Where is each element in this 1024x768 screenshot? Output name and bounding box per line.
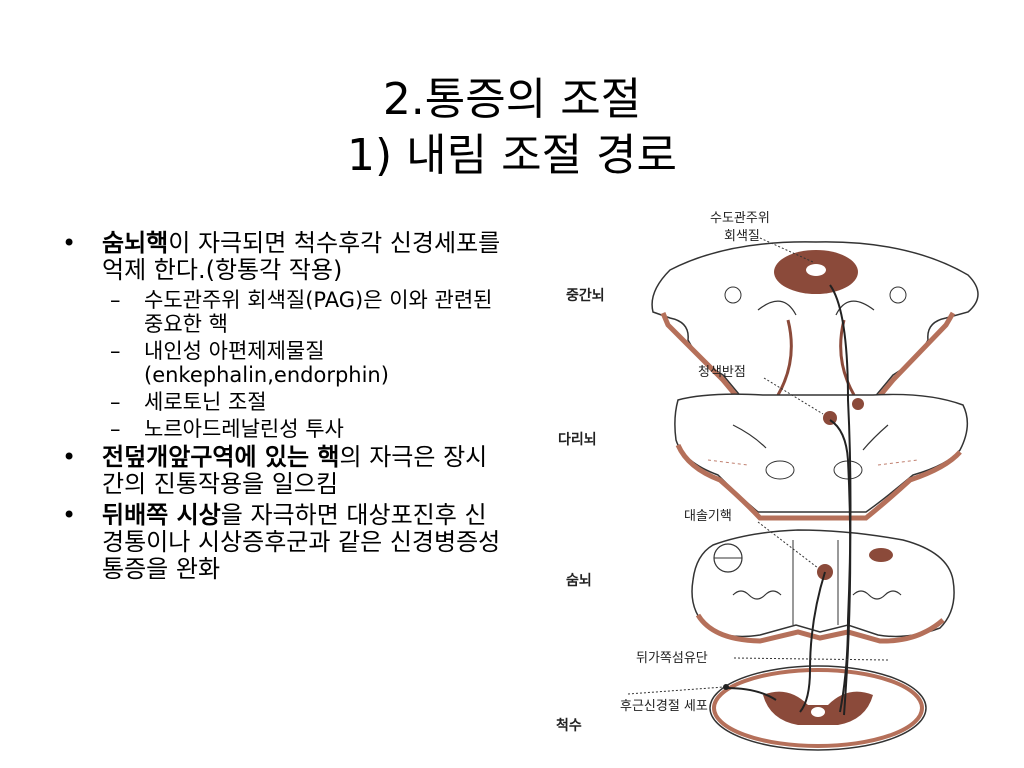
sub-bullet-item: – 수도관주위 회색질(PAG)은 이와 관련된 중요한 핵 — [62, 288, 502, 336]
medulla-section — [691, 529, 955, 644]
label-spinal: 척수 — [556, 718, 582, 734]
label-raphe: 대솔기핵 — [684, 509, 732, 524]
title-line-1: 2.통증의 조절 — [382, 74, 642, 125]
title-line-2: 1) 내림 조절 경로 — [347, 130, 677, 181]
label-drg: 후근신경절 세포 — [620, 699, 708, 714]
bullet-text: 의 자극은 장시간의 진통작용을 일으킴 — [102, 443, 488, 498]
leader-lines — [627, 237, 889, 695]
bullet-item: • 숨뇌핵이 자극되면 척수후각 신경세포를 억제 한다.(항통각 작용) — [62, 230, 502, 284]
spinal-cord-section — [709, 665, 927, 751]
bullet-bold-text: 전덮개앞구역에 있는 핵 — [102, 443, 340, 471]
bullet-bold-text: 숨뇌핵 — [102, 229, 169, 257]
bullet-list: • 숨뇌핵이 자극되면 척수후각 신경세포를 억제 한다.(항통각 작용) – … — [62, 230, 502, 587]
bullet-bold-text: 뒤배쪽 시상 — [102, 501, 221, 529]
brainstem-diagram: 수도관주위 회색질 중간뇌 청색반점 다리뇌 대솔기핵 숨뇌 뒤가쪽섬유단 후근… — [556, 211, 979, 751]
dash-icon: – — [110, 339, 121, 363]
bullet-dot-icon: • — [62, 501, 77, 529]
bullet-dot-icon: • — [62, 443, 77, 471]
bullet-item: • 뒤배쪽 시상을 자극하면 대상포진후 신경통이나 시상증후군과 같은 신경병… — [62, 502, 502, 583]
bullet-dot-icon: • — [62, 229, 77, 257]
bullet-item: • 전덮개앞구역에 있는 핵의 자극은 장시간의 진통작용을 일으킴 — [62, 444, 502, 498]
bullet-text: 을 자극하면 대상포진후 신경통이나 시상증후군과 같은 신경병증성 통증을 완… — [102, 501, 501, 583]
label-pag-line1: 수도관주위 — [710, 211, 770, 226]
sub-bullet-text: 세로토닌 조절 — [144, 390, 267, 414]
sub-bullet-text: 수도관주위 회색질(PAG)은 이와 관련된 중요한 핵 — [144, 288, 493, 336]
sub-bullet-item: – 세로토닌 조절 — [62, 390, 502, 414]
dash-icon: – — [110, 417, 121, 441]
slide-title: 2.통증의 조절 1) 내림 조절 경로 — [0, 72, 1024, 184]
sub-bullet-item: – 내인성 아편제제물질 (enkephalin,endorphin) — [62, 339, 502, 387]
bullet-text: 이 자극되면 척수후각 신경세포를 억제 한다.(항통각 작용) — [102, 229, 501, 284]
label-dlf: 뒤가쪽섬유단 — [636, 651, 708, 666]
dash-icon: – — [110, 288, 121, 312]
dash-icon: – — [110, 390, 121, 414]
label-midbrain: 중간뇌 — [566, 287, 605, 304]
descending-pathway-figure: 수도관주위 회색질 중간뇌 청색반점 다리뇌 대솔기핵 숨뇌 뒤가쪽섬유단 후근… — [548, 200, 1024, 768]
midbrain-section — [651, 241, 979, 413]
label-locus: 청색반점 — [698, 365, 746, 380]
sub-bullet-item: – 노르아드레날린성 투사 — [62, 417, 502, 441]
label-pag-line2: 회색질 — [724, 229, 760, 244]
label-medulla: 숨뇌 — [566, 573, 592, 589]
sub-bullet-text: 내인성 아편제제물질 (enkephalin,endorphin) — [144, 339, 389, 387]
sub-bullet-text: 노르아드레날린성 투사 — [144, 417, 344, 441]
descending-pathway-lines — [725, 284, 852, 716]
label-pons: 다리뇌 — [558, 432, 597, 448]
pons-section — [674, 393, 969, 521]
